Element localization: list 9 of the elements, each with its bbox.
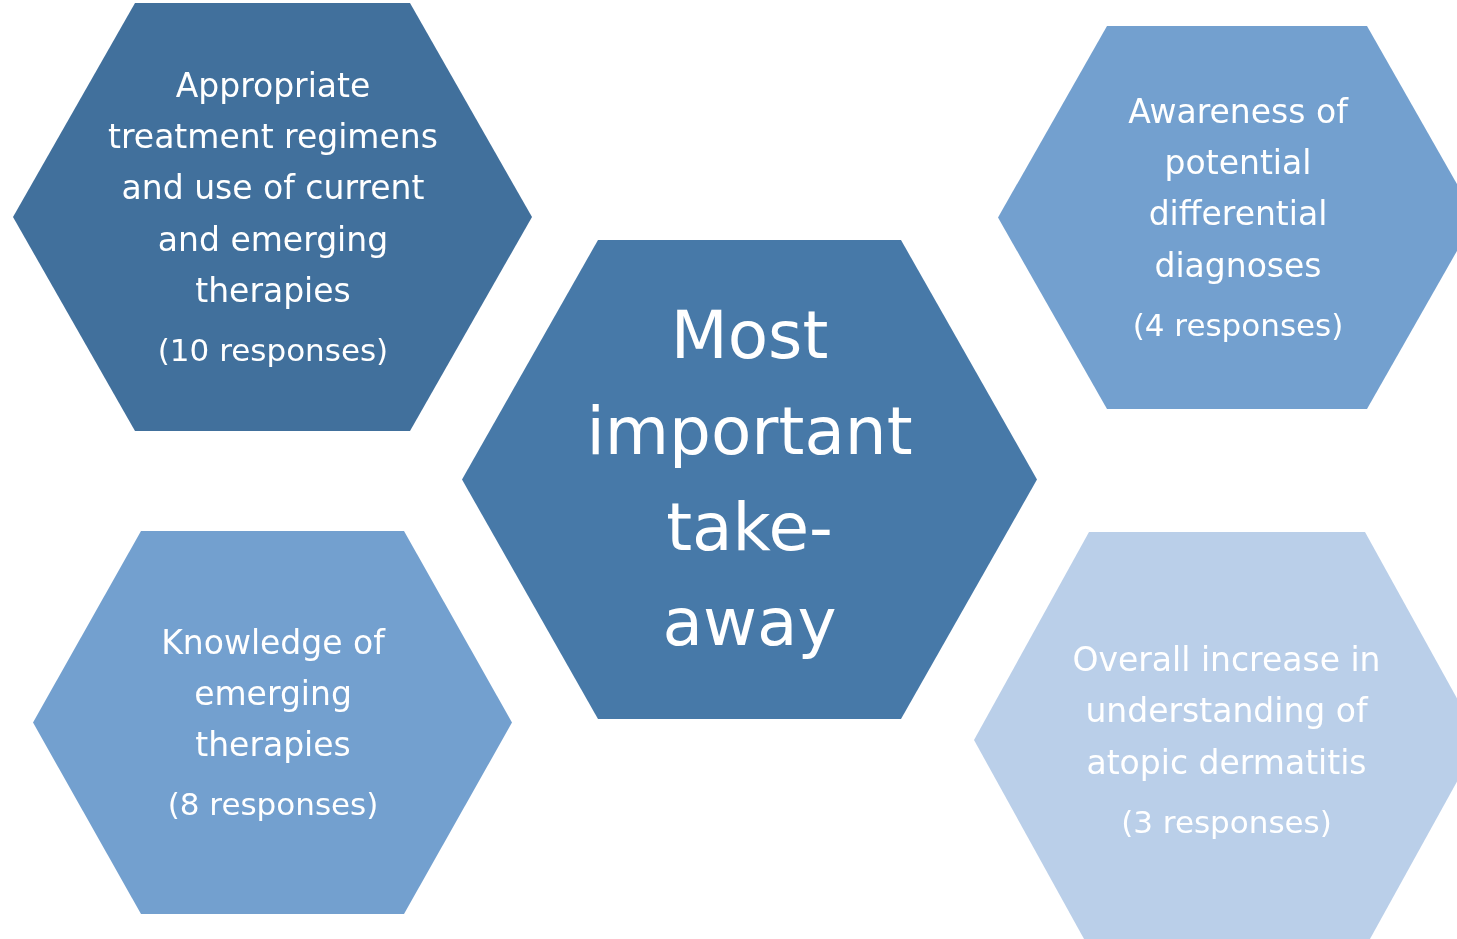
hexagon-label: Knowledge of emerging therapies xyxy=(160,621,387,767)
response-count: (8 responses) xyxy=(167,785,379,825)
hexagon-label: Overall increase in understanding of atopic dermatitis xyxy=(1071,639,1382,784)
response-count: (10 responses) xyxy=(157,330,389,370)
response-count: (4 responses) xyxy=(1132,305,1344,345)
hexagon-label: Most important take-away xyxy=(586,296,913,664)
hexagon-label: Appropriate treatment regimens and use of current and emerging therapies xyxy=(107,65,439,312)
response-count: (3 responses) xyxy=(1121,802,1332,842)
hexagon-label: Awareness of potential differential diagnoses xyxy=(1127,91,1350,287)
